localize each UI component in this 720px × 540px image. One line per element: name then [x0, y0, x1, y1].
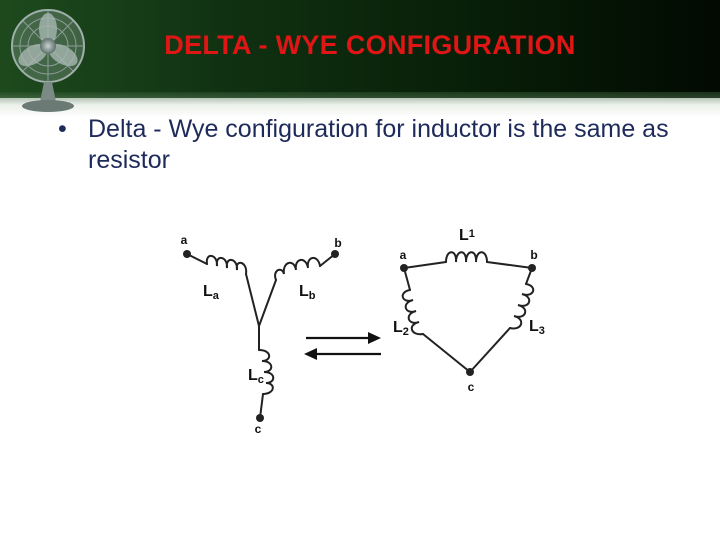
wye-inductor-a-base: L	[203, 283, 213, 300]
delta-wire-right-bottom	[469, 327, 511, 373]
double-arrow-icon	[304, 332, 381, 360]
slide-title: DELTA - WYE CONFIGURATION	[164, 30, 576, 60]
wye-node-c-label: c	[255, 422, 262, 436]
wye-inductor-a-label: La	[203, 283, 220, 302]
bullet-text: Delta - Wye configuration for inductor i…	[88, 115, 669, 174]
delta-inductor-1-base: L	[459, 227, 469, 244]
wye-inductor-b-sub: b	[309, 290, 316, 302]
delta-wire-left-bottom	[422, 333, 471, 373]
delta-inductor-3-label: L3	[529, 318, 545, 337]
wye-inductor-c-base: L	[248, 367, 258, 384]
delta-wire-top-right	[486, 261, 533, 269]
desk-fan-icon	[11, 9, 85, 112]
bullet-symbol: •	[58, 115, 67, 143]
delta-terminal-b	[528, 264, 536, 272]
delta-node-b-label: b	[530, 248, 537, 262]
wye-inductor-a-sub: a	[213, 290, 220, 302]
wye-inductor-b-label: Lb	[299, 283, 316, 302]
wye-wire-c-bottom	[259, 393, 264, 419]
wye-inductor-b-base: L	[299, 283, 309, 300]
delta-terminal-c	[466, 368, 474, 376]
delta-inductor-2-sub: 2	[403, 326, 409, 338]
delta-inductor-1-label: L1	[459, 227, 475, 244]
delta-inductor-2-base: L	[393, 319, 403, 336]
delta-terminal-a	[400, 264, 408, 272]
wye-terminal-b	[331, 250, 339, 258]
header-fade	[0, 92, 720, 118]
delta-node-a-label: a	[400, 248, 407, 262]
delta-inductor-1-sub: 1	[469, 228, 475, 240]
delta-wire-top-left	[403, 261, 447, 269]
delta-coil-2	[401, 289, 424, 336]
wye-coil-c	[258, 349, 275, 395]
wye-inductor-c-sub: c	[258, 374, 264, 386]
wye-terminal-a	[183, 250, 191, 258]
wye-terminal-c	[256, 414, 264, 422]
wye-coil-b	[274, 257, 321, 281]
delta-inductor-3-sub: 3	[539, 325, 545, 337]
wye-node-b-label: b	[334, 236, 341, 250]
wye-inductor-c-label: Lc	[248, 367, 264, 386]
header-banner	[0, 0, 720, 98]
delta-inductor-3-base: L	[529, 318, 539, 335]
wye-coil-a	[205, 255, 248, 275]
wye-node-a-label: a	[181, 233, 188, 247]
delta-inductor-2-label: L2	[393, 319, 409, 338]
wye-wire-b-center	[258, 279, 277, 327]
delta-coil-1	[445, 251, 488, 263]
delta-coil-3	[509, 283, 535, 330]
wye-wire-a-center	[245, 273, 260, 327]
delta-node-c-label: c	[468, 380, 475, 394]
